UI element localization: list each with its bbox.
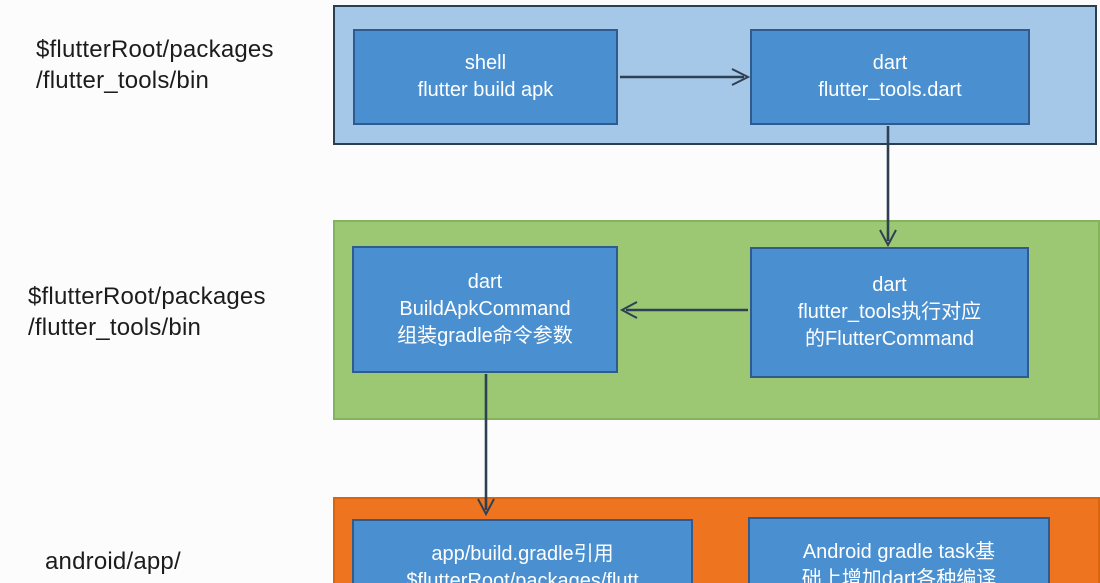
path-label-line: android/app/: [45, 548, 181, 575]
path-label-line: $flutterRoot/packages: [28, 283, 266, 310]
node-text-line: $flutterRoot/packages/flutt: [406, 570, 639, 583]
node-text-line: dart: [872, 52, 908, 74]
node-text-line: 组装gradle命令参数: [397, 325, 573, 347]
node-text-line: shell: [464, 52, 507, 74]
node-text-line: dart: [467, 271, 503, 293]
node-shell-flutter-build-apk: shell flutter build apk: [353, 29, 618, 125]
node-text-line: BuildApkCommand: [399, 298, 571, 320]
node-text-line: 础上增加dart各种编译: [801, 568, 997, 583]
path-label-android-app: android/app/: [45, 546, 181, 577]
node-text-line: flutter_tools执行对应: [797, 301, 982, 323]
node-flutter-command: dart flutter_tools执行对应的FlutterCommand: [750, 247, 1029, 378]
path-label-flutter-tools-bin-top: $flutterRoot/packages/flutter_tools/bin: [36, 34, 274, 96]
node-text-line: app/build.gradle引用: [431, 543, 614, 565]
node-android-gradle-task: Android gradle task基础上增加dart各种编译: [748, 517, 1050, 583]
node-text-line: dart: [872, 274, 907, 296]
path-label-line: /flutter_tools/bin: [28, 314, 202, 341]
node-text-line: flutter build apk: [417, 79, 554, 101]
node-dart-flutter-tools: dart flutter_tools.dart: [750, 29, 1030, 125]
path-label-line: $flutterRoot/packages: [36, 36, 274, 63]
node-text-line: flutter_tools.dart: [818, 79, 962, 101]
node-app-build-gradle: app/build.gradle引用 $flutterRoot/packages/…: [352, 519, 693, 583]
path-label-flutter-tools-bin-middle: $flutterRoot/packages/flutter_tools/bin: [28, 281, 266, 343]
node-text-line: 的FlutterCommand: [805, 328, 974, 350]
node-text-line: Android gradle task基: [802, 541, 996, 563]
path-label-line: /flutter_tools/bin: [36, 67, 210, 94]
